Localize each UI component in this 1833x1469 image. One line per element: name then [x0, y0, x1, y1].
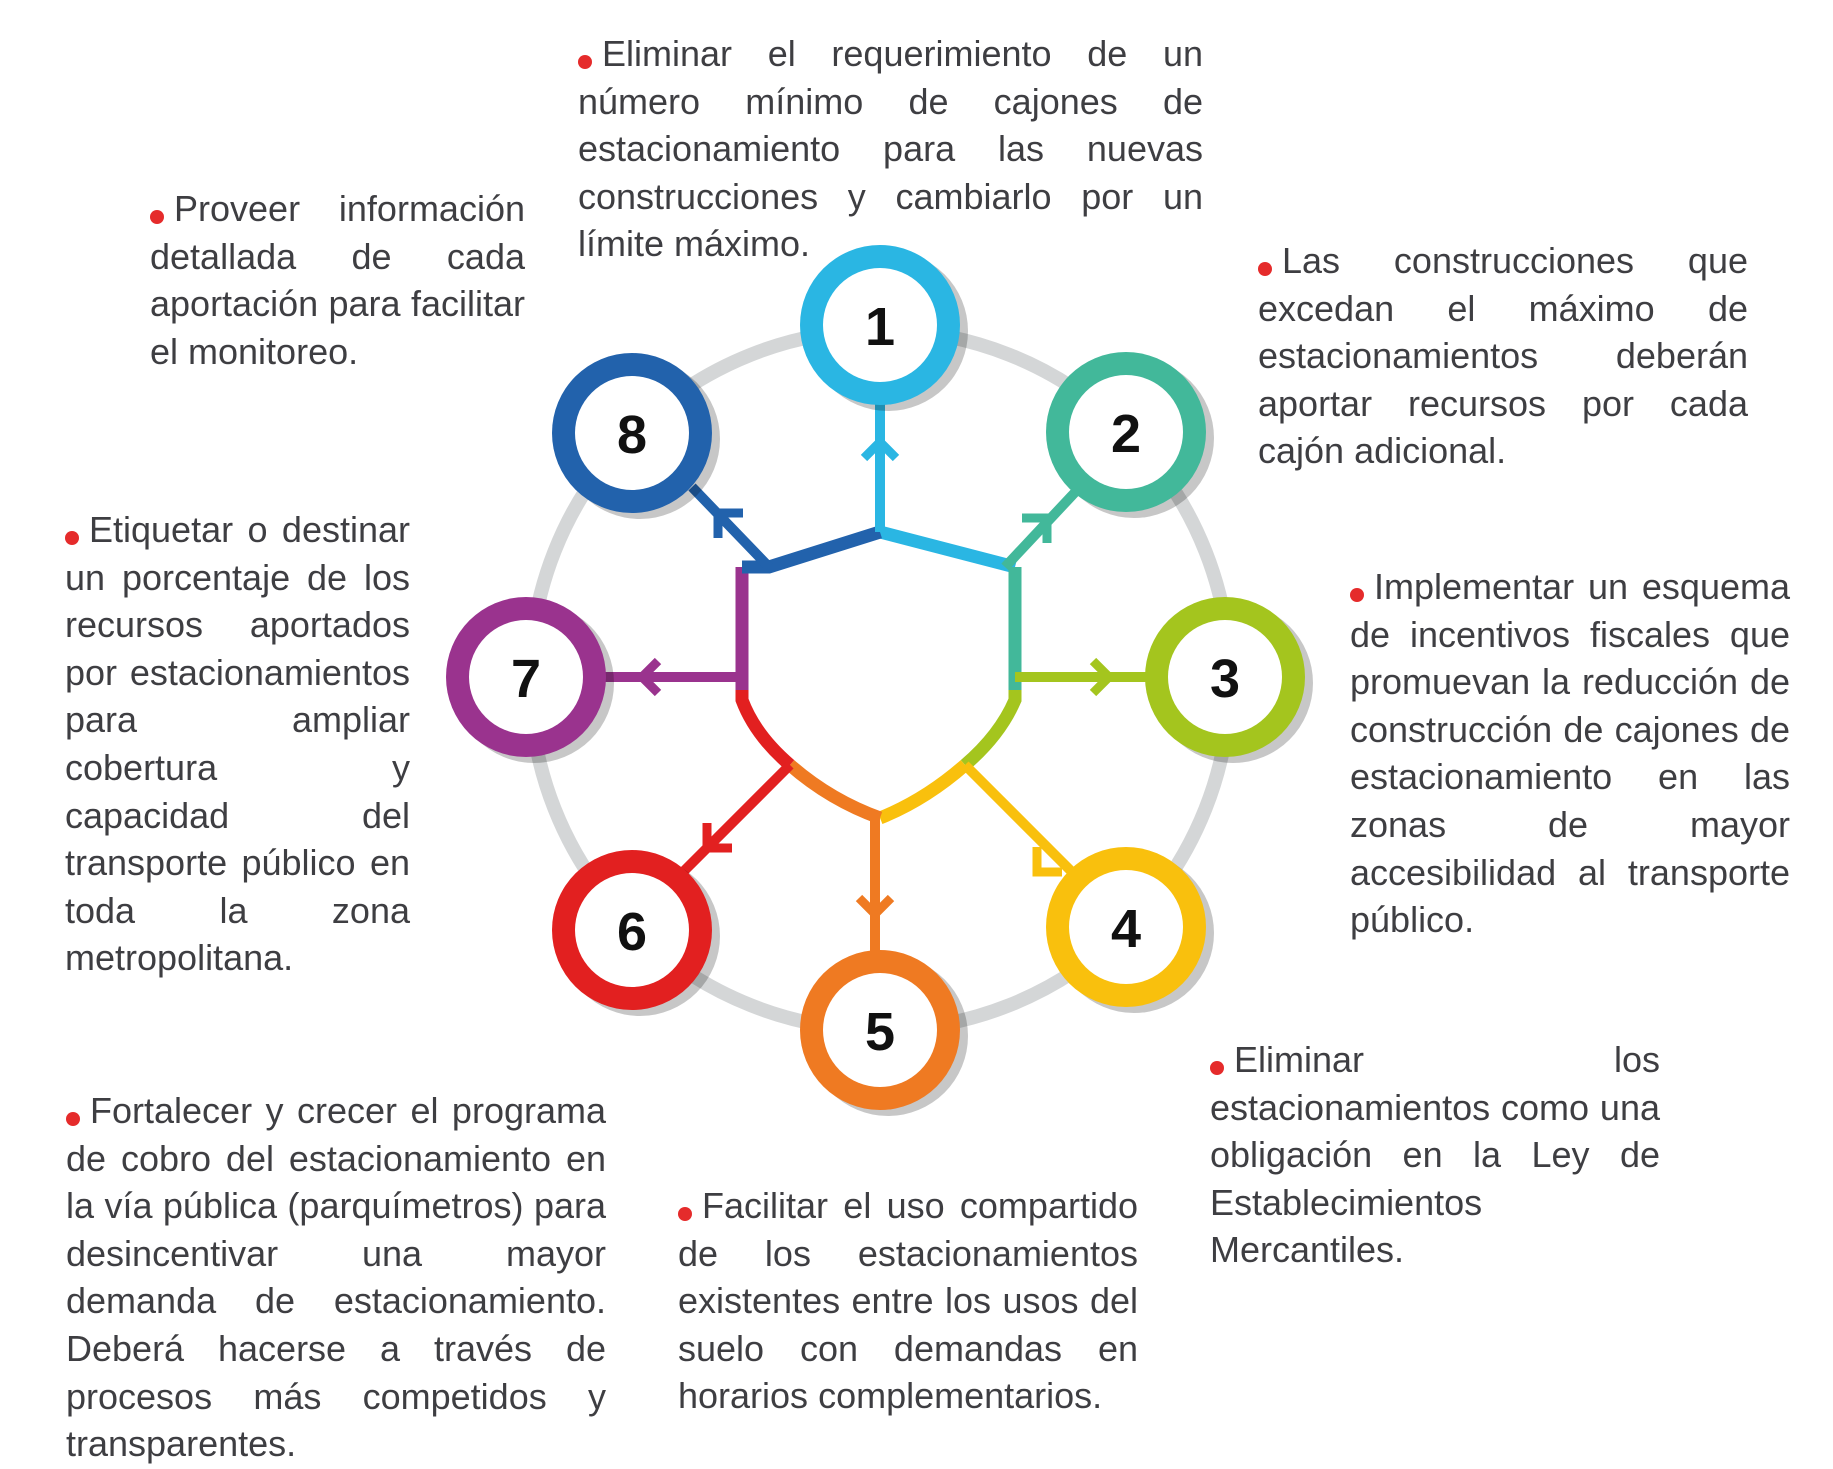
step-description-3: Implementar un esquema de incentivos fis… [1350, 563, 1790, 944]
arrow-to-step-6 [673, 761, 794, 882]
arrow-to-step-7 [605, 657, 742, 697]
connector-arrows [605, 400, 1155, 955]
arrow-to-step-8 [688, 483, 773, 571]
step-description-4: Eliminar los estacionamientos como una o… [1210, 1036, 1660, 1274]
shield-segment-4 [877, 760, 970, 825]
bullet-dot [1258, 262, 1272, 276]
step-text-2: Las construcciones que excedan el máximo… [1258, 240, 1748, 472]
step-description-8: Proveer información detallada de cada ap… [150, 185, 525, 375]
bullet-dot [1210, 1061, 1224, 1075]
step-number-4: 4 [1111, 899, 1141, 959]
step-description-6: Fortalecer y crecer el programa de cobro… [66, 1087, 606, 1468]
shield-segment-1 [878, 525, 1017, 574]
step-node-3: 3 [1145, 597, 1313, 763]
step-number-2: 2 [1111, 404, 1141, 464]
bullet-dot [65, 531, 79, 545]
step-number-6: 6 [617, 902, 647, 962]
bullet-dot [150, 210, 164, 224]
step-node-4: 4 [1046, 847, 1214, 1013]
step-text-3: Implementar un esquema de incentivos fis… [1350, 566, 1790, 941]
step-node-2: 2 [1046, 352, 1214, 518]
arrow-to-step-5 [855, 818, 895, 955]
bullet-dot [678, 1207, 692, 1221]
step-text-6: Fortalecer y crecer el programa de cobro… [66, 1090, 606, 1465]
step-node-7: 7 [446, 597, 614, 763]
step-text-1: Eliminar el requerimiento de un número m… [578, 33, 1203, 265]
bullet-dot [1350, 588, 1364, 602]
step-number-3: 3 [1210, 649, 1240, 709]
step-node-6: 6 [552, 850, 720, 1016]
step-node-5: 5 [800, 950, 968, 1116]
step-text-4: Eliminar los estacionamientos como una o… [1210, 1039, 1660, 1271]
step-description-5: Facilitar el uso compartido de los estac… [678, 1182, 1138, 1420]
shield-segment-5 [785, 760, 883, 825]
step-text-7: Etiquetar o destinar un porcentaje de lo… [65, 509, 410, 979]
arrow-to-step-2 [1001, 483, 1084, 571]
step-number-7: 7 [511, 649, 541, 709]
bullet-dot [66, 1112, 80, 1126]
step-description-2: Las construcciones que excedan el máximo… [1258, 237, 1748, 475]
step-number-5: 5 [865, 1002, 895, 1062]
shield-segment-3 [960, 690, 1022, 770]
step-text-8: Proveer información detallada de cada ap… [150, 188, 525, 372]
arrow-to-step-1 [860, 400, 900, 532]
shield-segment-6 [735, 690, 795, 770]
arrow-to-step-3 [1015, 657, 1155, 697]
step-text-5: Facilitar el uso compartido de los estac… [678, 1185, 1138, 1417]
step-node-1: 1 [800, 245, 968, 411]
step-node-8: 8 [552, 353, 720, 519]
step-number-1: 1 [865, 297, 895, 357]
bullet-dot [578, 55, 592, 69]
step-description-7: Etiquetar o destinar un porcentaje de lo… [65, 506, 410, 982]
step-description-1: Eliminar el requerimiento de un número m… [578, 30, 1203, 268]
step-number-8: 8 [617, 405, 647, 465]
arrow-to-step-4 [961, 761, 1089, 889]
